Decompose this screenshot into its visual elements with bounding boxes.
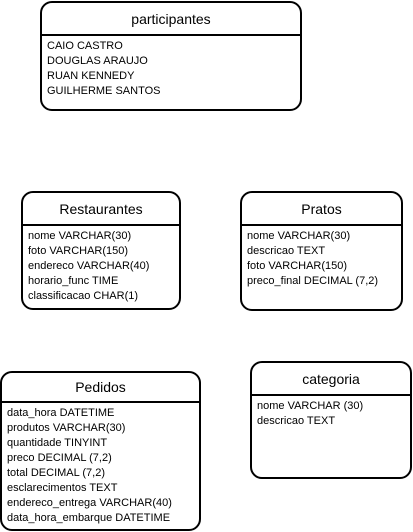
field-row: esclarecimentos TEXT: [7, 482, 118, 494]
entity-categoria[interactable]: categoria nome VARCHAR (30) descricao TE…: [250, 361, 412, 479]
field-row: data_hora_embarque DATETIME: [7, 512, 171, 524]
field-row: quantidade TINYINT: [7, 437, 108, 449]
field-row: preco_final DECIMAL (7,2): [247, 275, 379, 287]
entity-pedidos[interactable]: Pedidos data_hora DATETIME produtos VARC…: [0, 371, 201, 531]
field-row: descricao TEXT: [247, 245, 326, 257]
entity-fields: nome VARCHAR(30) descricao TEXT foto VAR…: [242, 226, 401, 289]
field-row: descricao TEXT: [257, 415, 336, 427]
field-row: nome VARCHAR(30): [28, 230, 132, 242]
field-row: CAIO CASTRO: [47, 40, 123, 52]
entity-fields: data_hora DATETIME produtos VARCHAR(30) …: [2, 403, 199, 526]
field-row: GUILHERME SANTOS: [47, 85, 161, 97]
field-row: DOUGLAS ARAUJO: [47, 55, 148, 67]
entity-title: Restaurantes: [23, 193, 179, 226]
field-row: classificacao CHAR(1): [28, 290, 139, 302]
field-row: preco DECIMAL (7,2): [7, 452, 112, 464]
entity-fields: nome VARCHAR (30) descricao TEXT: [252, 396, 410, 429]
entity-title: categoria: [252, 363, 410, 396]
field-row: endereco_entrega VARCHAR(40): [7, 497, 172, 509]
entity-title: Pedidos: [2, 373, 199, 403]
entity-restaurantes[interactable]: Restaurantes nome VARCHAR(30) foto VARCH…: [21, 191, 181, 310]
field-row: nome VARCHAR (30): [257, 400, 364, 412]
field-row: endereco VARCHAR(40): [28, 260, 150, 272]
field-row: total DECIMAL (7,2): [7, 467, 106, 479]
entity-fields: nome VARCHAR(30) foto VARCHAR(150) ender…: [23, 226, 179, 304]
entity-fields: CAIO CASTRO DOUGLAS ARAUJO RUAN KENNEDY …: [42, 36, 300, 99]
field-row: data_hora DATETIME: [7, 407, 115, 419]
field-row: RUAN KENNEDY: [47, 70, 135, 82]
field-row: nome VARCHAR(30): [247, 230, 351, 242]
field-row: horario_func TIME: [28, 275, 119, 287]
field-row: foto VARCHAR(150): [28, 245, 129, 257]
field-row: foto VARCHAR(150): [247, 260, 348, 272]
entity-participantes[interactable]: participantes CAIO CASTRO DOUGLAS ARAUJO…: [40, 1, 302, 111]
entity-pratos[interactable]: Pratos nome VARCHAR(30) descricao TEXT f…: [240, 191, 403, 311]
entity-title: participantes: [42, 3, 300, 36]
entity-title: Pratos: [242, 193, 401, 226]
field-row: produtos VARCHAR(30): [7, 422, 126, 434]
